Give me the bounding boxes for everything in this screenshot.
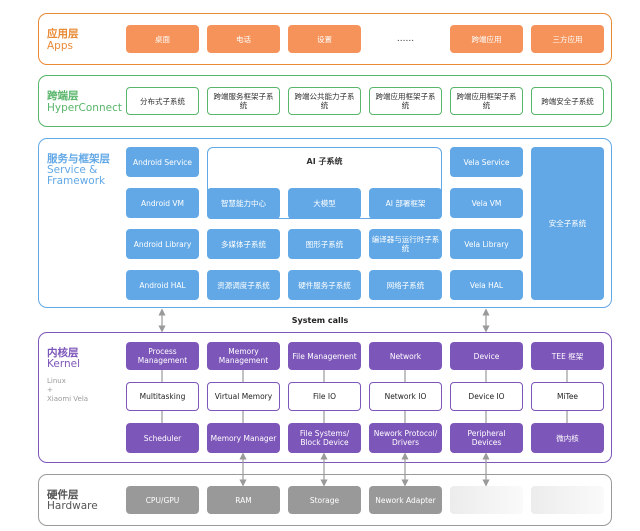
kernel-layer-subtitle: Kernel xyxy=(47,358,80,370)
network-subsystem-box: 网络子系统 xyxy=(369,270,442,300)
resource-scheduling-subsystem-box: 资源调度子系统 xyxy=(207,270,280,300)
kernel-tee-framework-box: TEE 框架 xyxy=(531,342,604,370)
apps-layer-subtitle: Apps xyxy=(47,40,73,52)
hyperconnect-layer-title: 跨端层 xyxy=(47,90,79,102)
hyper-box-app-framework-2: 跨端应用框架子系统 xyxy=(450,87,523,115)
kernel-network-io-box: Network IO xyxy=(369,382,442,411)
kernel-network-protocol-box: Nework Protocol/ Drivers xyxy=(369,423,442,453)
graphics-subsystem-box: 图形子系统 xyxy=(288,229,361,259)
compiler-runtime-subsystem-box: 编译器与运行时子系统 xyxy=(369,229,442,259)
kernel-layer-title: 内核层 xyxy=(47,347,79,359)
apps-layer-title: 应用层 xyxy=(47,28,79,40)
android-hal-box: Android HAL xyxy=(126,270,199,300)
kernel-multitasking-box: Multitasking xyxy=(126,382,199,411)
kernel-network-box: Network xyxy=(369,342,442,370)
hardware-layer-title: 硬件层 xyxy=(47,489,79,501)
ai-box-intelligence-center: 智慧能力中心 xyxy=(207,188,280,219)
kernel-virtual-memory-box: Virtual Memory xyxy=(207,382,280,411)
hardware-blurred-box-1 xyxy=(450,486,523,514)
hyperconnect-layer-subtitle: HyperConnect xyxy=(47,102,122,114)
kernel-mitee-box: MiTee xyxy=(531,382,604,411)
vela-vm-box: Vela VM xyxy=(450,188,523,218)
kernel-memory-management-box: Memory Management xyxy=(207,342,280,370)
service-layer-subtitle-1: Service & xyxy=(47,164,98,176)
android-vm-box: Android VM xyxy=(126,188,199,218)
vela-service-box: Vela Service xyxy=(450,147,523,177)
app-box-settings: 设置 xyxy=(288,25,361,53)
android-service-box: Android Service xyxy=(126,147,199,177)
kernel-device-box: Device xyxy=(450,342,523,370)
kernel-process-management-box: Process Management xyxy=(126,342,199,370)
multimedia-subsystem-box: 多媒体子系统 xyxy=(207,229,280,259)
vela-library-box: Vela Library xyxy=(450,229,523,259)
app-box-cross-device: 跨端应用 xyxy=(450,25,523,53)
kernel-note-linux: Linux xyxy=(47,377,66,385)
android-library-box: Android Library xyxy=(126,229,199,259)
hardware-blurred-box-2 xyxy=(531,486,604,514)
kernel-file-io-box: File IO xyxy=(288,382,361,411)
app-box-desktop: 桌面 xyxy=(126,25,199,53)
kernel-device-io-box: Device IO xyxy=(450,382,523,411)
hardware-layer-subtitle: Hardware xyxy=(47,500,98,512)
hardware-cpu-gpu-box: CPU/GPU xyxy=(126,486,199,514)
security-subsystem-box: 安全子系统 xyxy=(531,147,604,300)
vela-hal-box: Vela HAL xyxy=(450,270,523,300)
hyper-box-security: 跨端安全子系统 xyxy=(531,87,604,115)
kernel-peripheral-devices-box: Peripheral Devices xyxy=(450,423,523,453)
app-box-phone: 电话 xyxy=(207,25,280,53)
hardware-ram-box: RAM xyxy=(207,486,280,514)
hyper-box-service-framework: 跨端服务框架子系统 xyxy=(207,87,280,115)
hardware-storage-box: Storage xyxy=(288,486,361,514)
ai-box-large-model: 大模型 xyxy=(288,188,361,219)
service-layer-title: 服务与框架层 xyxy=(47,153,110,165)
hardware-service-subsystem-box: 硬件服务子系统 xyxy=(288,270,361,300)
hardware-network-adapter-box: Nework Adapter xyxy=(369,486,442,514)
system-calls-label: System calls xyxy=(291,316,349,325)
ai-subsystem-title: AI 子系统 xyxy=(306,157,343,166)
ai-box-deploy-framework: AI 部署框架 xyxy=(369,188,442,219)
kernel-memory-manager-box: Memory Manager xyxy=(207,423,280,453)
hyper-box-distributed: 分布式子系统 xyxy=(126,87,199,115)
kernel-file-systems-box: File Systems/ Block Device xyxy=(288,423,361,453)
hyper-box-app-framework-1: 跨端应用框架子系统 xyxy=(369,87,442,115)
kernel-microkernel-box: 微内核 xyxy=(531,423,604,453)
service-layer-subtitle-2: Framework xyxy=(47,175,106,187)
kernel-note-plus: + xyxy=(47,386,53,394)
app-box-third-party: 三方应用 xyxy=(531,25,604,53)
hyper-box-public-capability: 跨端公共能力子系统 xyxy=(288,87,361,115)
kernel-note-vela: Xiaomi Vela xyxy=(47,395,89,403)
kernel-file-management-box: File Management xyxy=(288,342,361,370)
kernel-scheduler-box: Scheduler xyxy=(126,423,199,453)
app-box-ellipsis: ...... xyxy=(396,33,415,44)
